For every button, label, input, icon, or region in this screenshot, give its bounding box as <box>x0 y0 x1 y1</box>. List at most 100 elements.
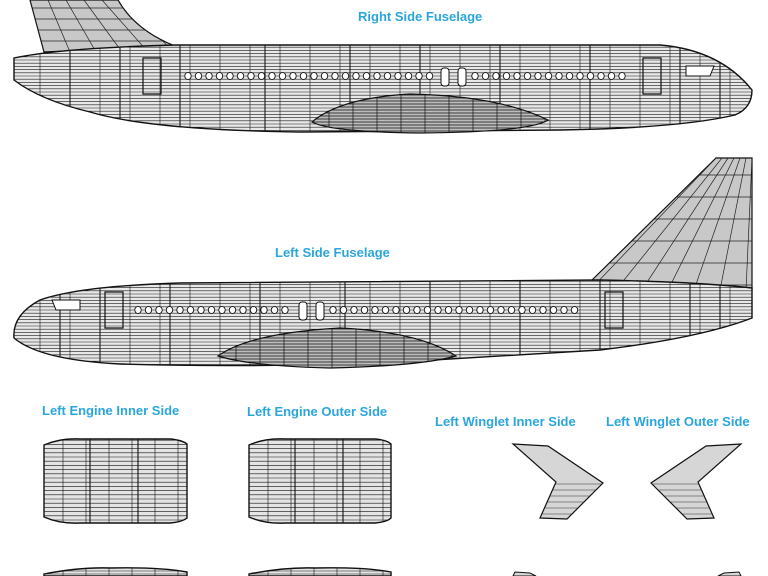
window <box>465 305 474 315</box>
window <box>194 71 203 81</box>
window <box>544 71 553 81</box>
window <box>576 71 584 81</box>
over-wing-exit <box>440 67 450 87</box>
window <box>455 305 463 315</box>
window <box>381 305 390 315</box>
window <box>320 71 329 81</box>
window <box>350 305 358 315</box>
cockpit-window <box>51 299 81 311</box>
window <box>560 305 568 315</box>
window <box>586 71 595 81</box>
window <box>373 71 381 81</box>
window <box>555 71 563 81</box>
left-engine-outer-title: Left Engine Outer Side <box>247 404 388 419</box>
window <box>481 71 490 81</box>
window <box>239 305 247 315</box>
left-fuselage-tail <box>588 157 753 291</box>
right-fuselage-windows <box>184 71 626 81</box>
window <box>502 71 511 81</box>
window <box>310 71 318 81</box>
window <box>155 305 163 315</box>
window <box>444 305 453 315</box>
window <box>565 71 574 81</box>
over-wing-exit <box>298 301 308 321</box>
window <box>184 71 192 81</box>
window <box>186 305 195 315</box>
front-door <box>104 291 124 329</box>
window <box>226 71 234 81</box>
window <box>268 71 276 81</box>
window <box>144 305 153 315</box>
window <box>270 305 279 315</box>
window <box>289 71 297 81</box>
window <box>249 305 258 315</box>
window <box>247 71 255 81</box>
window <box>360 305 369 315</box>
window <box>215 71 224 81</box>
window <box>404 71 413 81</box>
window <box>218 305 226 315</box>
cockpit-window <box>685 65 715 77</box>
window <box>278 71 287 81</box>
rear-door <box>604 291 624 329</box>
window <box>207 305 216 315</box>
window <box>528 305 537 315</box>
window <box>476 305 484 315</box>
window <box>257 71 266 81</box>
right-fuselage <box>13 44 753 133</box>
left-fuselage-windows <box>134 305 579 315</box>
window <box>331 71 339 81</box>
window <box>425 71 434 81</box>
window <box>260 305 268 315</box>
left-winglet-inner-panel <box>511 443 604 520</box>
window <box>413 305 421 315</box>
engine-panel-partial <box>248 567 392 576</box>
window <box>618 71 626 81</box>
window <box>492 71 500 81</box>
window <box>205 71 213 81</box>
window <box>523 71 532 81</box>
window <box>329 305 337 315</box>
window <box>415 71 423 81</box>
window <box>362 71 371 81</box>
front-door <box>642 57 662 95</box>
left-wing-fairing <box>216 327 458 369</box>
engine-panel-partial <box>43 567 188 576</box>
left-engine-inner-title: Left Engine Inner Side <box>42 403 180 418</box>
window <box>281 305 289 315</box>
window <box>352 71 360 81</box>
right-fuselage-title: Right Side Fuselage <box>358 9 483 24</box>
window <box>236 71 245 81</box>
left-winglet-inner-title: Left Winglet Inner Side <box>435 414 576 429</box>
window <box>507 305 516 315</box>
window <box>570 305 579 315</box>
window <box>513 71 521 81</box>
rear-door <box>142 57 162 95</box>
window <box>394 71 402 81</box>
left-winglet-outer-panel <box>650 443 743 520</box>
window <box>471 71 479 81</box>
left-fuselage-title: Left Side Fuselage <box>275 245 390 260</box>
window <box>371 305 379 315</box>
left-winglet-outer-title: Left Winglet Outer Side <box>606 414 750 429</box>
window <box>549 305 558 315</box>
winglet-partial <box>512 571 742 576</box>
over-wing-exit <box>457 67 467 87</box>
window <box>339 305 348 315</box>
window <box>197 305 205 315</box>
window <box>423 305 432 315</box>
window <box>607 71 616 81</box>
window <box>176 305 184 315</box>
window <box>341 71 350 81</box>
window <box>299 71 308 81</box>
window <box>392 305 400 315</box>
window <box>486 305 495 315</box>
window <box>165 305 174 315</box>
window <box>434 305 442 315</box>
window <box>497 305 505 315</box>
left-engine-inner-panel <box>43 438 188 524</box>
window <box>134 305 142 315</box>
window <box>539 305 547 315</box>
window <box>383 71 392 81</box>
